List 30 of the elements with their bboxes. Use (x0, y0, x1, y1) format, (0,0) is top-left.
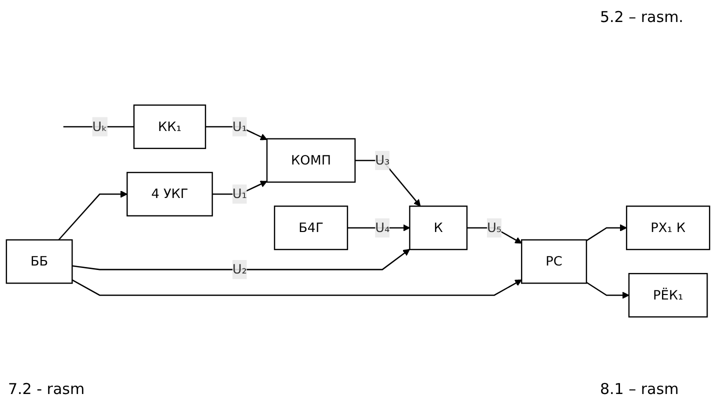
arrow (466, 227, 522, 244)
edge-label: U₂ (232, 262, 247, 277)
arrow (586, 224, 627, 242)
arrow (347, 224, 410, 232)
arrow (72, 279, 522, 296)
arrow (72, 248, 410, 270)
edge-label: U₁ (232, 186, 247, 202)
arrow (212, 180, 268, 195)
node-box: КК₁ (133, 104, 206, 150)
figure-caption: 5.2 – rasm. (600, 8, 684, 26)
node-box: РС (521, 239, 588, 284)
connector (63, 126, 134, 128)
arrow (355, 160, 421, 206)
node-box: 4 УКГ (126, 172, 213, 216)
edge-label: U₁ (232, 118, 247, 134)
arrow (58, 190, 128, 240)
node-box: КОМП (266, 138, 356, 183)
arrow (205, 126, 268, 140)
edge-label: Uₖ (92, 118, 108, 134)
edge-label: U₄ (375, 220, 390, 236)
node-box: РХ₁ К (626, 206, 710, 250)
arrow (586, 282, 630, 299)
node-box: ББ (6, 239, 73, 284)
edge-label: U₅ (487, 220, 502, 236)
node-box: К (409, 206, 468, 250)
node-box: РЁК₁ (628, 272, 708, 318)
figure-caption: 7.2 - rasm (8, 380, 85, 398)
node-box: Б4Г (274, 206, 348, 250)
figure-caption: 8.1 – rasm (600, 380, 679, 398)
edge-label: U₃ (375, 152, 390, 168)
